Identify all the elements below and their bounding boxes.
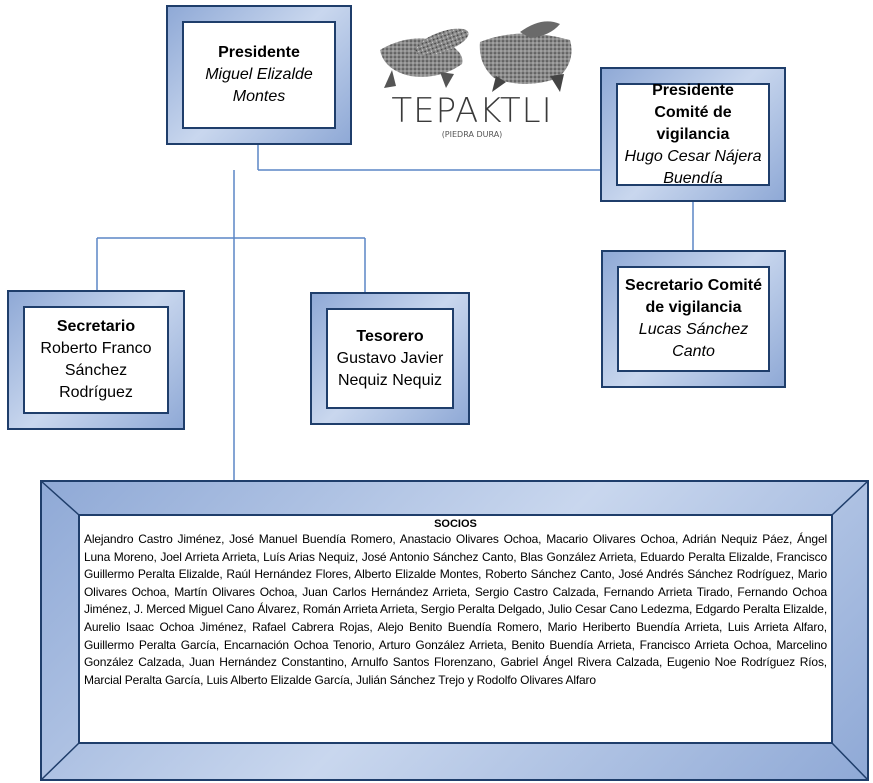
- vigilance-president-title: Presidente Comité de vigilancia: [652, 81, 734, 143]
- secretary-name: Roberto Franco Sánchez Rodríguez: [40, 340, 152, 401]
- vigilance-secretary-title: Secretario Comité de vigilancia: [625, 277, 762, 316]
- president-box: Presidente Miguel Elizalde Montes: [166, 5, 352, 145]
- treasurer-title: Tesorero: [356, 327, 424, 345]
- president-title: Presidente: [218, 44, 300, 61]
- molcajete-logo-icon: [380, 21, 572, 92]
- members-title: SOCIOS: [434, 518, 477, 530]
- secretary-title: Secretario: [56, 318, 136, 335]
- treasurer-name: Gustavo Javier Nequiz Nequiz: [336, 349, 444, 389]
- members-panel: SOCIOS Alejandro Castro Jiménez, José Ma…: [78, 514, 833, 744]
- vigilance-secretary-box: Secretario Comité de vigilancia Lucas Sá…: [601, 250, 786, 388]
- vigilance-president-name: Hugo Cesar Nájera Buendía: [624, 147, 762, 187]
- vigilance-secretary-name: Lucas Sánchez Canto: [638, 321, 749, 360]
- logo-title: TEPAKTLI: [391, 91, 553, 131]
- secretary-box: Secretario Roberto Franco Sánchez Rodríg…: [7, 290, 185, 430]
- logo-subtitle: (PIEDRA DURA): [441, 130, 503, 139]
- vigilance-president-box: Presidente Comité de vigilancia Hugo Ces…: [600, 67, 786, 202]
- president-name: Miguel Elizalde Montes: [205, 66, 313, 105]
- treasurer-box: Tesorero Gustavo Javier Nequiz Nequiz: [310, 292, 470, 425]
- members-list: Alejandro Castro Jiménez, José Manuel Bu…: [84, 532, 828, 687]
